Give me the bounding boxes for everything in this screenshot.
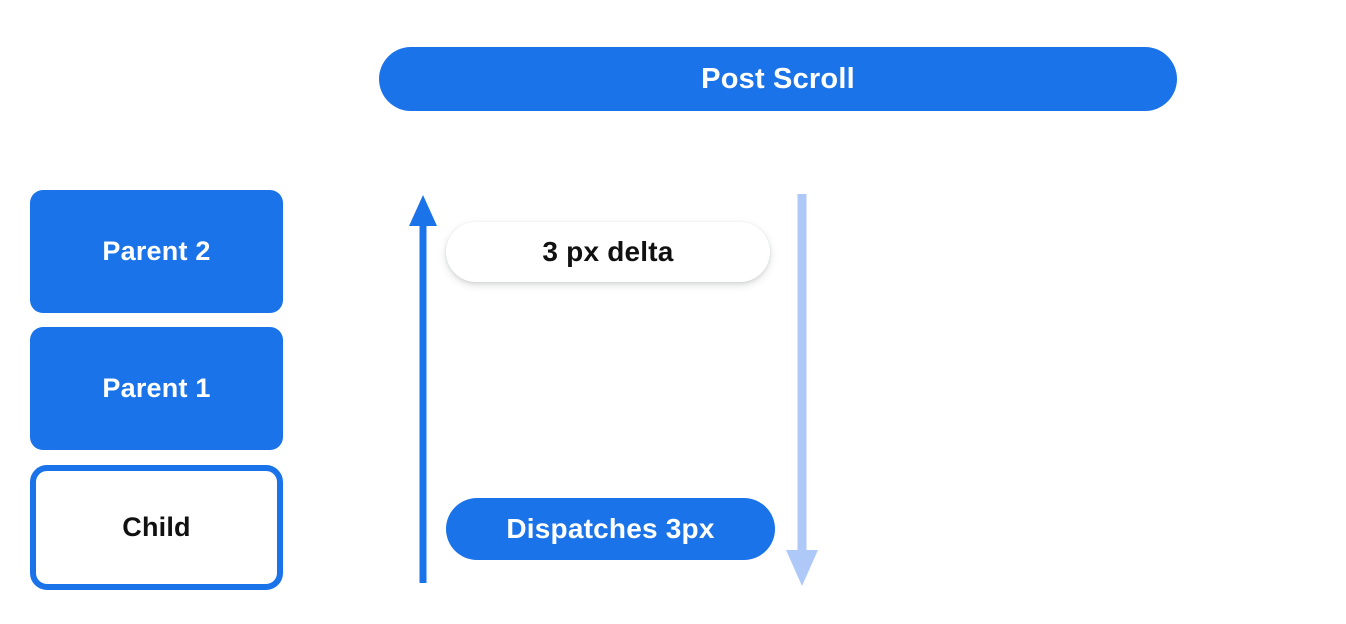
page-title: Post Scroll [701, 62, 855, 95]
page-title-banner: Post Scroll [379, 47, 1177, 111]
scroll-down-arrow-icon [786, 194, 818, 586]
delta-chip: 3 px delta [446, 222, 770, 282]
stack-box-parent-1-label: Parent 1 [102, 373, 211, 403]
delta-chip-label: 3 px delta [542, 236, 674, 267]
stack-box-parent-1[interactable]: Parent 1 [30, 327, 283, 450]
stack-box-parent-2-label: Parent 2 [102, 236, 211, 266]
stack-box-child-label: Child [122, 512, 191, 542]
dispatch-pill: Dispatches 3px [446, 498, 775, 560]
stack-box-child[interactable]: Child [30, 465, 283, 590]
scroll-up-arrow-icon [409, 195, 437, 583]
dispatch-pill-label: Dispatches 3px [506, 513, 715, 544]
stack-box-parent-2[interactable]: Parent 2 [30, 190, 283, 313]
